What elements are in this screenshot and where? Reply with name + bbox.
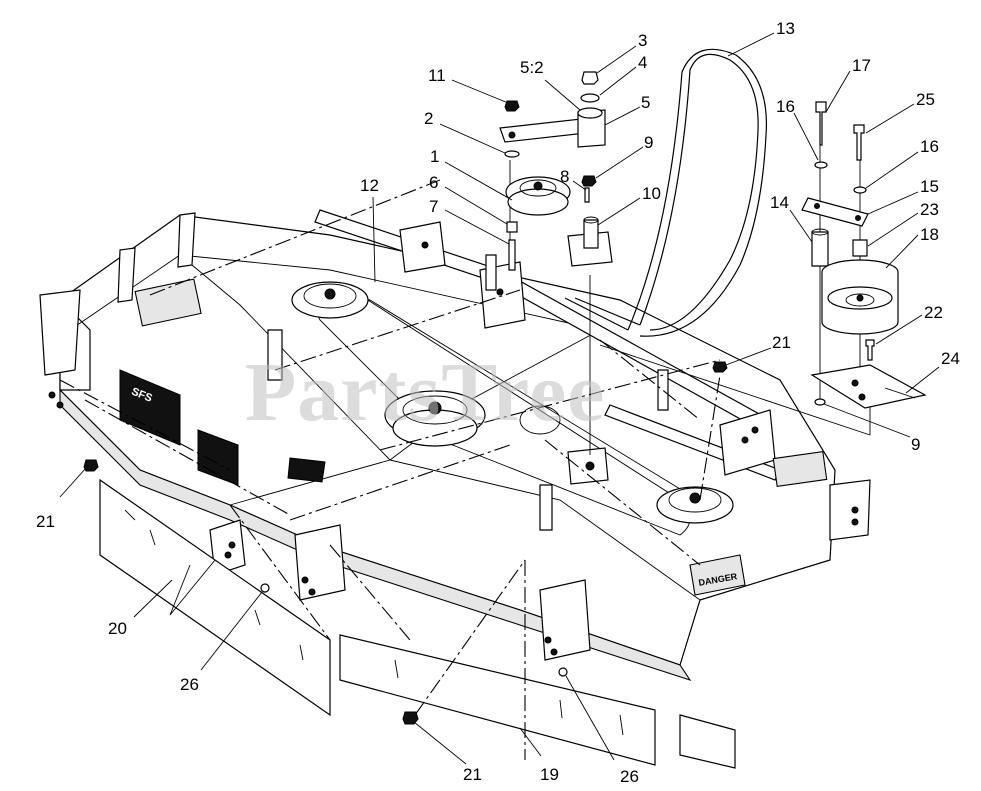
bolt-17: [815, 101, 827, 146]
callout-1: 1: [430, 147, 439, 166]
bushing-23: [852, 239, 868, 257]
mower-deck: SFS DANGER: [39, 209, 871, 682]
fastener-26-left: [260, 583, 270, 593]
callout-13: 13: [776, 19, 795, 38]
callout-19: 19: [540, 765, 559, 784]
baffle-plate-20: [99, 478, 331, 717]
idler-pulley-18: [821, 259, 899, 335]
callout-2: 2: [424, 109, 433, 128]
callout-21a: 21: [36, 512, 55, 531]
link-plate-15: [801, 197, 869, 227]
bolt-22: [865, 339, 875, 361]
callout-4: 4: [638, 53, 647, 72]
bolt-3: [581, 71, 599, 85]
idler-plate-24: [810, 364, 927, 409]
nut-21-bottom: [402, 711, 419, 725]
callout-17: 17: [852, 56, 871, 75]
assembly-lines: [59, 110, 871, 760]
washer-16a: [814, 161, 828, 169]
right-spindle-pulley: [656, 486, 734, 524]
left-spindle-pulley: [291, 281, 369, 319]
baffle-plate-19: [339, 634, 736, 769]
idler-arm-assembly: [499, 107, 606, 148]
bolt-25: [853, 124, 865, 161]
callout-8: 8: [560, 167, 569, 186]
callout-6: 6: [429, 173, 438, 192]
callout-12: 12: [360, 176, 379, 195]
mounting-holes: [48, 241, 859, 656]
nut-11: [504, 100, 520, 112]
callout-15: 15: [920, 177, 939, 196]
bolt-7: [508, 239, 516, 271]
callout-5-2: 5:2: [520, 58, 544, 77]
belt-13: [564, 48, 768, 337]
spacer-14: [811, 228, 829, 267]
pin-8: [584, 187, 590, 203]
nut-9-bottom: [814, 398, 826, 406]
callout-9-bottom: 9: [911, 435, 920, 454]
fastener-26-right: [558, 667, 568, 677]
callout-3: 3: [638, 31, 647, 50]
callout-labels: 1 2 3 4 5:2 5 6 7 8 9 9 10 11 12 13 14 1…: [36, 19, 960, 786]
callout-26b: 26: [620, 767, 639, 786]
callout-22: 22: [924, 303, 943, 322]
callout-21c: 21: [772, 333, 791, 352]
callout-26a: 26: [180, 675, 199, 694]
callout-18: 18: [920, 225, 939, 244]
leader-lines: [59, 32, 940, 765]
callout-5: 5: [641, 93, 650, 112]
callout-9-top: 9: [644, 133, 653, 152]
callout-7: 7: [429, 197, 438, 216]
idler-pulley-1: [505, 176, 571, 216]
callout-24: 24: [941, 349, 960, 368]
callout-16b: 16: [920, 137, 939, 156]
center-spindle-pulley: [384, 390, 486, 447]
callout-21b: 21: [463, 765, 482, 784]
washer-4: [580, 93, 600, 103]
watermark: PartsTree: [245, 346, 605, 439]
washer-2: [504, 150, 520, 158]
spacer-6: [506, 221, 518, 233]
nut-21-left: [83, 459, 99, 472]
washer-16b: [853, 186, 867, 194]
callout-11: 11: [428, 66, 446, 85]
pivot-mount-10: [567, 216, 613, 267]
nut-21-right: [712, 361, 728, 373]
callout-20: 20: [108, 619, 127, 638]
callout-23: 23: [920, 200, 939, 219]
callout-10: 10: [642, 184, 661, 203]
callout-14: 14: [770, 193, 789, 212]
idler-mount-plate: [567, 447, 609, 485]
nut-9-top: [581, 175, 597, 187]
callout-25: 25: [916, 90, 935, 109]
callout-16a: 16: [776, 97, 795, 116]
